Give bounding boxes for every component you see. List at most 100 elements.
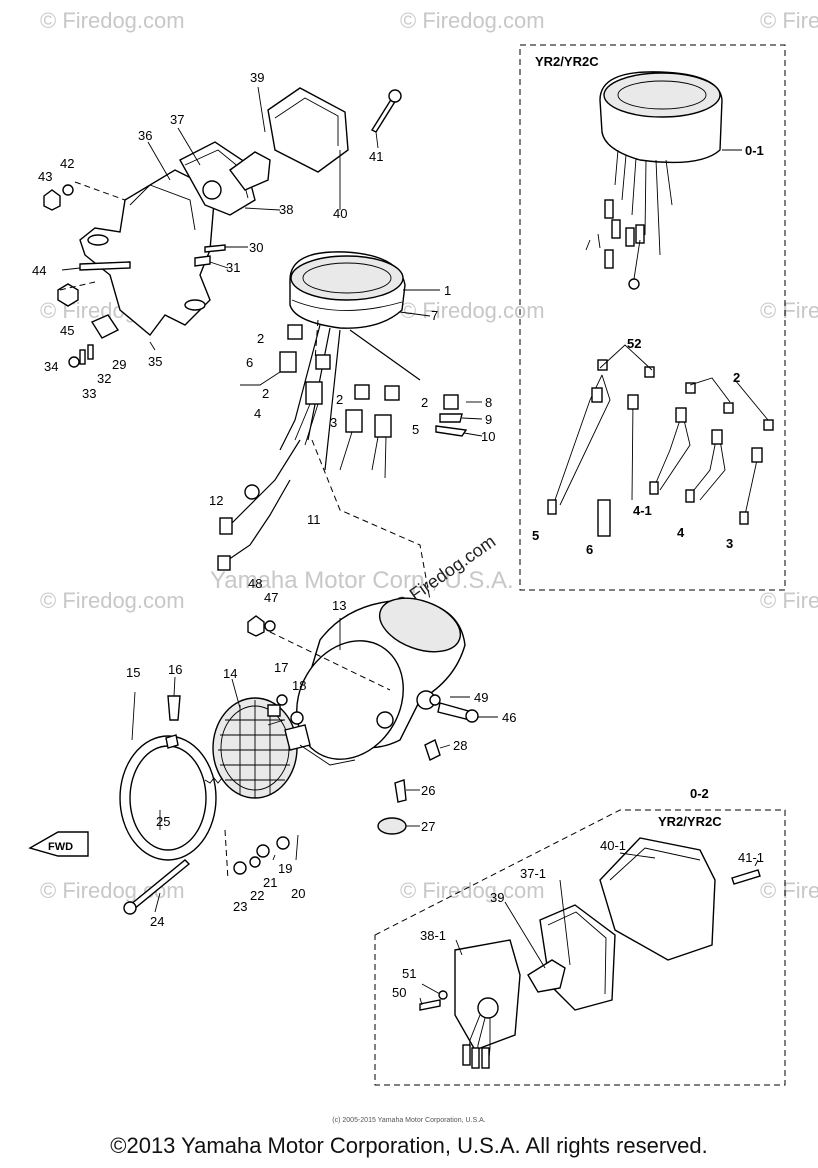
switch-plate-38-1	[454, 939, 521, 1051]
bolt-41	[370, 97, 398, 133]
callout-40: 40	[333, 206, 347, 221]
callout-47: 47	[264, 590, 278, 605]
bolt-44	[79, 261, 131, 271]
bulb-2a	[287, 324, 303, 340]
washer-17	[276, 694, 288, 706]
callout-21: 21	[263, 875, 277, 890]
callout-18: 18	[292, 678, 306, 693]
rubber-29	[90, 314, 120, 339]
callout-5-inset: 5	[532, 528, 539, 543]
gasket-9	[439, 413, 463, 423]
bulb-2b	[315, 354, 331, 370]
footer-small-notice: (c) 2005-2015 Yamaha Motor Corporation, …	[332, 1117, 486, 1124]
leader-lines	[61, 86, 759, 1006]
callout-34: 34	[44, 359, 58, 374]
callout-7: 7	[431, 308, 438, 323]
callout-4-1: 4-1	[633, 503, 652, 518]
callout-22: 22	[250, 888, 264, 903]
bracket-10	[435, 425, 468, 437]
callout-26: 26	[421, 783, 435, 798]
socket-6	[279, 351, 297, 373]
switch-knob-39	[229, 151, 271, 191]
callout-27: 27	[421, 819, 435, 834]
inset-bulb-sockets	[547, 344, 774, 537]
screw-16	[167, 695, 181, 721]
callout-2: 2	[336, 392, 343, 407]
callout-48: 48	[248, 576, 262, 591]
callout-0-1: 0-1	[745, 143, 764, 158]
inset-border	[374, 809, 786, 1086]
callout-14: 14	[223, 666, 237, 681]
watermark-firedog: © Firedog.com	[400, 878, 545, 903]
callout-33: 33	[82, 386, 96, 401]
callout-38-1: 38-1	[420, 928, 446, 943]
nut-18	[290, 711, 304, 725]
callout-8: 8	[485, 395, 492, 410]
callout-41-1: 41-1	[738, 850, 764, 865]
watermark-firedog: © Firedog.com	[760, 878, 818, 903]
callout-2: 2	[262, 386, 269, 401]
callout-10: 10	[481, 429, 495, 444]
forward-arrow-label: FWD	[48, 841, 73, 853]
watermark-firedog: © Firedog.com	[400, 8, 545, 33]
socket-3	[345, 409, 363, 433]
watermark-firedog: © Firedog.com	[400, 298, 545, 323]
washer-47	[264, 620, 276, 632]
callout-16: 16	[168, 662, 182, 677]
callout-46: 46	[502, 710, 516, 725]
callout-40-1: 40-1	[600, 838, 626, 853]
bolt-41-1	[731, 869, 761, 885]
callout-41: 41	[369, 149, 383, 164]
footer-copyright: ©2013 Yamaha Motor Corporation, U.S.A. A…	[110, 1133, 708, 1158]
callout-32: 32	[97, 371, 111, 386]
callout-50: 50	[392, 985, 406, 1000]
gasket-37-1	[539, 904, 616, 1011]
callout-labels: 1 7 2 6 2 4 2 2 3 5 8 9 10 11 12 13 14 1…	[32, 70, 764, 1000]
callout-31: 31	[226, 260, 240, 275]
bulb-8	[443, 394, 459, 410]
callout-6-inset: 6	[586, 542, 593, 557]
watermark-firedog: © Firedog.com	[760, 298, 818, 323]
callout-38: 38	[279, 202, 293, 217]
callout-0-2: 0-2	[690, 786, 709, 801]
callout-44: 44	[32, 263, 46, 278]
speedometer-gauge-inset	[585, 71, 723, 290]
nut-23	[233, 861, 247, 875]
watermark-yamaha: Yamaha Motor Corp., U.S.A.	[210, 567, 514, 594]
callout-20: 20	[291, 886, 305, 901]
callout-2: 2	[257, 331, 264, 346]
callout-5: 5	[412, 422, 419, 437]
mounting-bracket-assembly	[43, 87, 402, 368]
inset-top-right: YR2/YR2C 0-1	[519, 44, 786, 591]
callout-3-inset: 3	[726, 536, 733, 551]
callout-19: 19	[278, 861, 292, 876]
switch-knob-39-inset	[527, 959, 566, 993]
callout-39-inset: 39	[490, 890, 504, 905]
screw-28	[424, 739, 441, 761]
screw-50	[419, 999, 441, 1011]
callout-49: 49	[474, 690, 488, 705]
washer-21	[256, 844, 270, 858]
forward-arrow-icon: FWD	[28, 831, 89, 857]
cable-12	[229, 439, 301, 526]
callout-35: 35	[148, 354, 162, 369]
callout-51: 51	[402, 966, 416, 981]
inset-bottom-right: 0-2 YR2/YR2C	[374, 786, 786, 1086]
callout-9: 9	[485, 412, 492, 427]
socket-5	[374, 414, 392, 438]
watermark-firedog: © Firedog.com	[760, 8, 818, 33]
callout-24: 24	[150, 914, 164, 929]
callout-15: 15	[126, 665, 140, 680]
watermark-firedog: © Firedog.com	[40, 8, 185, 33]
callout-45: 45	[60, 323, 74, 338]
callout-42: 42	[60, 156, 74, 171]
callout-28: 28	[453, 738, 467, 753]
callout-17: 17	[274, 660, 288, 675]
switch-cover-40-1	[599, 837, 716, 961]
spring-25	[204, 777, 223, 784]
callout-4-inset: 4	[677, 525, 685, 540]
screw-26	[394, 779, 407, 803]
headlight-assembly	[119, 597, 479, 915]
callout-4: 4	[254, 406, 261, 421]
